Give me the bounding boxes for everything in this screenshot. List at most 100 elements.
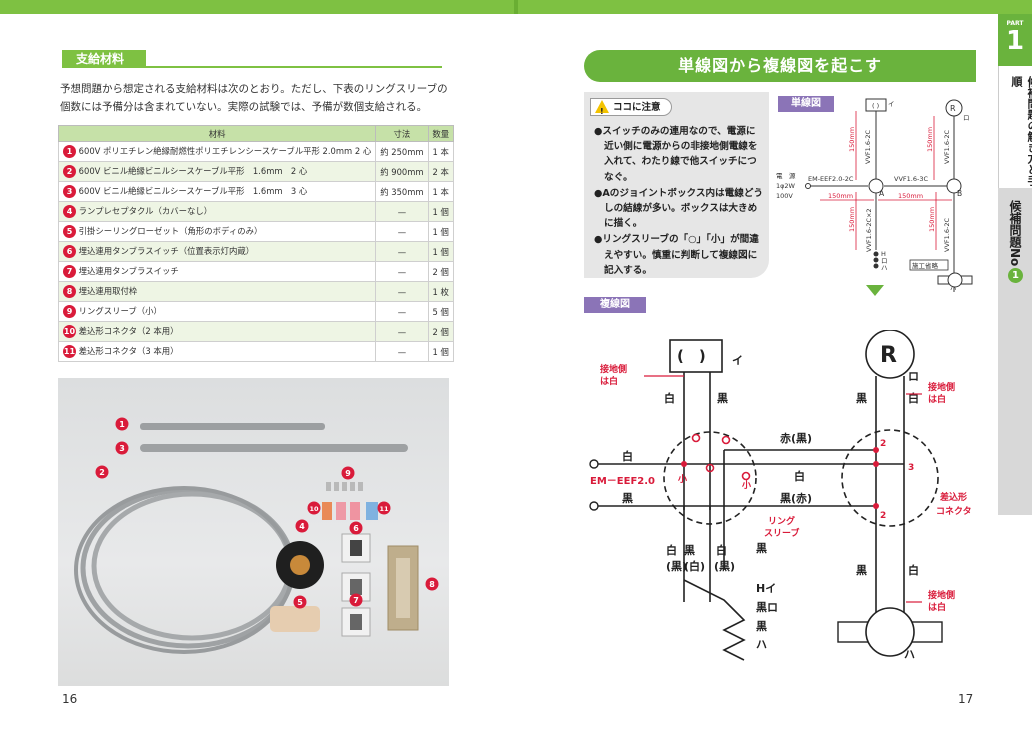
single-src-3: 100V xyxy=(776,192,793,200)
qty-cell: 2 本 xyxy=(427,161,454,182)
multi-s1: 白 xyxy=(666,543,677,557)
material-cell: 7 埋込連用タンブラスイッチ xyxy=(57,261,377,282)
photo-number-text: 3 xyxy=(119,444,125,453)
single-dim-150-h2: 150mm xyxy=(898,192,923,200)
chapter-title: 候補問題の解き方と手順 xyxy=(1010,76,1032,186)
row-number-badge: 4 xyxy=(63,205,76,218)
problem-number-badge: 1 xyxy=(1008,268,1023,283)
qty-cell: 1 個 xyxy=(427,341,454,362)
caution-items: ●スイッチのみの連用なので、電源に近い側に電源からの非接地側電線を入れて、わたり… xyxy=(594,124,764,279)
connectors xyxy=(322,502,378,520)
single-a: A xyxy=(879,189,885,198)
photo-number-text: 2 xyxy=(99,468,105,477)
material-cell: 4 ランプレセプタクル（カバーなし） xyxy=(57,201,377,222)
material-name: 差込形コネクタ（2 本用） xyxy=(78,326,179,336)
photo-number-text: 9 xyxy=(345,469,351,478)
multi-shiro-in: 白 xyxy=(622,449,633,463)
page-number-left: 16 xyxy=(62,692,78,706)
qty-cell: 1 枚 xyxy=(427,281,454,302)
photo-number-marker xyxy=(341,466,355,480)
caution-head: ! ココに注意 xyxy=(590,98,672,116)
single-dim-150-1: 150mm xyxy=(848,127,856,152)
multi-shiro-mid: 白 xyxy=(794,469,805,483)
material-name: 600V ビニル絶縁ビニルシースケーブル平形 1.6mm 3 心 xyxy=(78,186,308,196)
multi-gnd3-b: は白 xyxy=(928,601,946,613)
size-cell: 約 350mm xyxy=(375,181,429,202)
single-dim-150-3: 150mm xyxy=(848,207,856,232)
side-index-tab: PART 1 候補問題の解き方と手順 候補問題No 1 xyxy=(998,0,1032,515)
single-src-1: 電 源 xyxy=(776,171,796,180)
materials-table: 材料 寸法 数量 1 600V ポリエチレン絶縁耐燃性ポリエチレンシースケーブル… xyxy=(57,125,454,362)
multi-lamp-paren: ( ) xyxy=(677,347,706,365)
row-number-badge: 6 xyxy=(63,245,76,258)
single-dim-150-2: 150mm xyxy=(926,127,934,152)
intro-paragraph: 予想問題から想定される支給材料は次のとおり。ただし、下表のリングスリーブの個数に… xyxy=(60,83,448,113)
size-cell: 約 250mm xyxy=(375,141,429,162)
col-header-qty: 数量 xyxy=(427,125,454,142)
photo-number-marker xyxy=(293,595,307,609)
multi-gnd1-b: は白 xyxy=(600,375,618,387)
material-cell: 5 引掛シーリングローゼット（角形のボディのみ） xyxy=(57,221,377,242)
material-cell: 9 リングスリーブ（小） xyxy=(57,301,377,322)
multi-sw-kro: 黒ロ xyxy=(756,601,778,614)
row-number-badge: 7 xyxy=(63,265,76,278)
single-diagram-label: 単線図 xyxy=(778,96,834,112)
multi-shiro-4: 白 xyxy=(908,563,919,577)
part-number: 1 xyxy=(1005,26,1025,56)
row-number-badge: 9 xyxy=(63,305,76,318)
table-row: 6 埋込連用タンブラスイッチ（位置表示灯内蔵）—1 個 xyxy=(57,241,454,262)
problem-tab[interactable]: 候補問題No 1 xyxy=(998,188,1032,515)
single-cable-r1: VVF1.6-2C xyxy=(943,130,951,164)
single-src-2: 1φ2W xyxy=(776,182,796,190)
multi-ko-2: 小 xyxy=(741,479,751,491)
size-cell: — xyxy=(375,221,429,242)
multi-ko-1: 小 xyxy=(677,473,687,485)
size-cell: — xyxy=(375,261,429,282)
down-arrow-icon xyxy=(866,285,884,296)
single-ha: ハ xyxy=(881,264,888,272)
multi-n2-b: 2 xyxy=(880,511,886,521)
chapter-tab[interactable]: 候補問題の解き方と手順 xyxy=(998,66,1032,188)
page-number-right: 17 xyxy=(958,692,974,706)
size-cell: — xyxy=(375,301,429,322)
multi-gnd1-a: 接地側 xyxy=(600,363,627,375)
photo-number-text: 5 xyxy=(297,598,303,607)
col-header-size: 寸法 xyxy=(375,125,429,142)
multi-s2b: (黒) xyxy=(714,560,735,573)
multi-ring-2: スリーブ xyxy=(764,527,799,539)
multi-sw-h: Hイ xyxy=(756,582,776,595)
table-row: 5 引掛シーリングローゼット（角形のボディのみ）—1 個 xyxy=(57,221,454,242)
single-ro2: ロ xyxy=(881,257,888,265)
multi-kuro-3: 黒 xyxy=(756,542,767,555)
table-row: 11 差込形コネクタ（3 本用）—1 個 xyxy=(57,341,454,362)
caution-item-2: ●Aのジョイントボックス内は電線どうしの結線が多い。ボックスは大きめに描く。 xyxy=(594,187,764,230)
size-cell: — xyxy=(375,241,429,262)
caution-head-text: ココに注意 xyxy=(613,102,661,113)
qty-cell: 2 個 xyxy=(427,321,454,342)
single-lamp-paren: ( ) xyxy=(872,102,879,110)
multi-sw-k: 黒 xyxy=(756,620,767,633)
material-cell: 1 600V ポリエチレン絶縁耐燃性ポリエチレンシースケーブル平形 2.0mm … xyxy=(57,141,377,162)
caution-item-3: ●リングスリーブの「○」「小」が間違えやすい。慎重に判断して複線図に記入する。 xyxy=(594,234,759,276)
size-cell: 約 900mm xyxy=(375,161,429,182)
material-cell: 2 600V ビニル絶縁ビニルシースケーブル平形 1.6mm 2 心 xyxy=(57,161,377,182)
qty-cell: 5 個 xyxy=(427,301,454,322)
material-cell: 10 差込形コネクタ（2 本用） xyxy=(57,321,377,342)
multi-i: イ xyxy=(732,354,743,367)
cable-3 xyxy=(140,444,408,452)
qty-cell: 1 個 xyxy=(427,201,454,222)
multi-kuro-aka: 黒(赤) xyxy=(780,491,812,505)
multi-kuro-4: 黒 xyxy=(856,564,867,577)
cable-1 xyxy=(140,423,325,430)
row-number-badge: 2 xyxy=(63,165,76,178)
row-number-badge: 3 xyxy=(63,185,76,198)
multi-sashi-2: コネクタ xyxy=(936,505,972,517)
size-cell: — xyxy=(375,201,429,222)
multi-gnd3-a: 接地側 xyxy=(928,589,955,601)
single-ro: ロ xyxy=(963,114,970,122)
caution-item-1: ●スイッチのみの連用なので、電源に近い側に電源からの非接地側電線を入れて、わたり… xyxy=(594,126,758,183)
multi-gnd2-a: 接地側 xyxy=(928,381,955,393)
